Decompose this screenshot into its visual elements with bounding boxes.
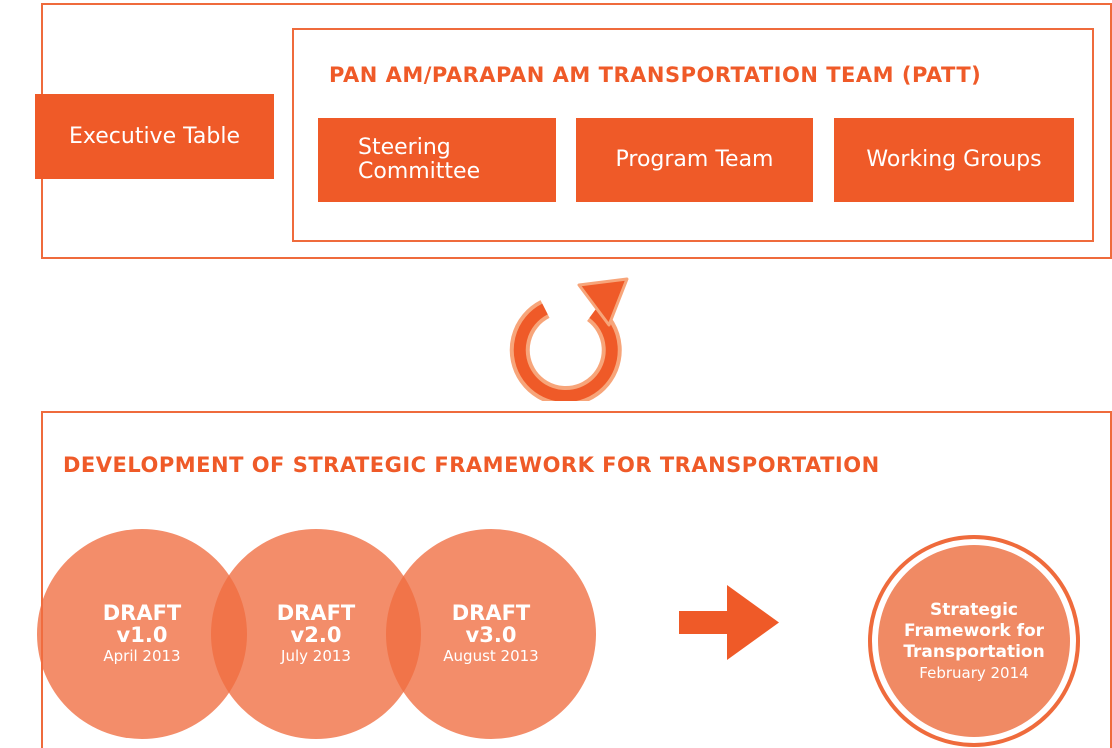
steering-committee-box: Steering Committee	[318, 118, 556, 202]
steering-committee-line-2: Committee	[358, 159, 481, 184]
patt-title: PAN AM/PARAPAN AM TRANSPORTATION TEAM (P…	[329, 63, 982, 87]
draft-version: v1.0	[116, 623, 168, 647]
draft-v3-circle: DRAFT v3.0 August 2013	[386, 529, 596, 739]
draft-v2-circle: DRAFT v2.0 July 2013	[211, 529, 421, 739]
refresh-cycle-icon	[509, 277, 629, 401]
final-title-line-1: Strategic	[930, 599, 1018, 620]
draft-version: v2.0	[290, 623, 342, 647]
draft-label: DRAFT	[276, 601, 356, 625]
final-framework-circle: Strategic Framework for Transportation F…	[878, 545, 1070, 737]
development-section	[41, 411, 1112, 748]
steering-committee-line-1: Steering	[358, 135, 451, 160]
draft-label: DRAFT	[102, 601, 182, 625]
final-date: February 2014	[919, 663, 1029, 682]
final-framework-ring	[868, 535, 1080, 747]
draft-date: April 2013	[103, 647, 181, 665]
draft-date: August 2013	[443, 647, 539, 665]
draft-version: v3.0	[465, 623, 517, 647]
executive-table-box: Executive Table	[35, 94, 274, 179]
draft-date: July 2013	[281, 647, 351, 665]
final-title-line-3: Transportation	[903, 641, 1045, 662]
program-team-box: Program Team	[576, 118, 813, 202]
final-title-line-2: Framework for	[903, 620, 1045, 641]
patt-group	[292, 28, 1094, 242]
development-title: DEVELOPMENT OF STRATEGIC FRAMEWORK FOR T…	[63, 453, 880, 477]
arrow-right-icon	[679, 585, 779, 660]
working-groups-box: Working Groups	[834, 118, 1074, 202]
draft-label: DRAFT	[451, 601, 531, 625]
